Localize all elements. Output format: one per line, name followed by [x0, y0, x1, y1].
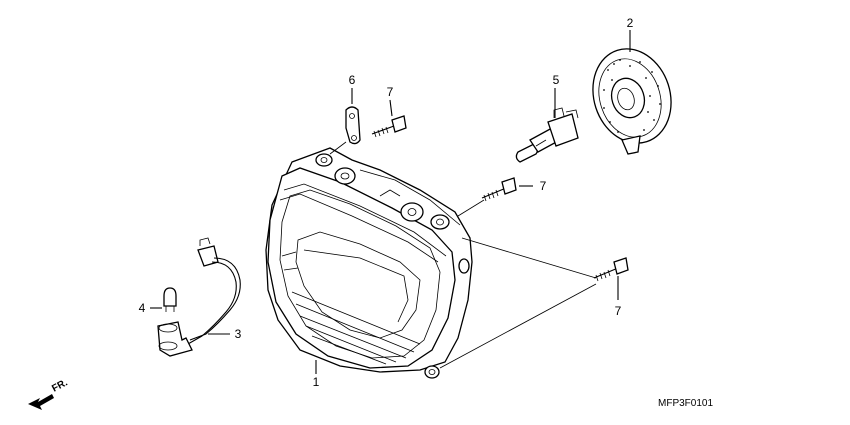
- headlight-assembly-part-1[interactable]: [265, 147, 473, 379]
- socket-harness-part-3[interactable]: [157, 237, 241, 357]
- diagram-code: MFP3F0101: [658, 398, 713, 409]
- callout-1: 1: [313, 375, 320, 389]
- callout-7-middle: 7: [540, 179, 547, 193]
- leader-lines: [150, 30, 631, 374]
- front-label: FR.: [50, 377, 70, 394]
- callout-5: 5: [553, 73, 560, 87]
- dust-cover-part-2[interactable]: [581, 39, 683, 155]
- front-arrow-icon: [28, 394, 54, 410]
- callout-6: 6: [349, 73, 356, 87]
- callout-2: 2: [627, 16, 634, 30]
- bolt-part-7-top[interactable]: [371, 115, 407, 138]
- callout-4: 4: [139, 301, 146, 315]
- bulb-part-5[interactable]: [515, 107, 579, 163]
- bolt-part-7-right[interactable]: [593, 257, 629, 282]
- callout-3: 3: [235, 327, 242, 341]
- front-direction-indicator: FR.: [28, 377, 70, 410]
- bracket-part-6[interactable]: [345, 106, 361, 145]
- callout-7-right: 7: [615, 304, 622, 318]
- callout-7-top: 7: [387, 85, 394, 99]
- bolt-part-7-middle[interactable]: [481, 177, 517, 202]
- position-bulb-part-4[interactable]: [163, 287, 177, 312]
